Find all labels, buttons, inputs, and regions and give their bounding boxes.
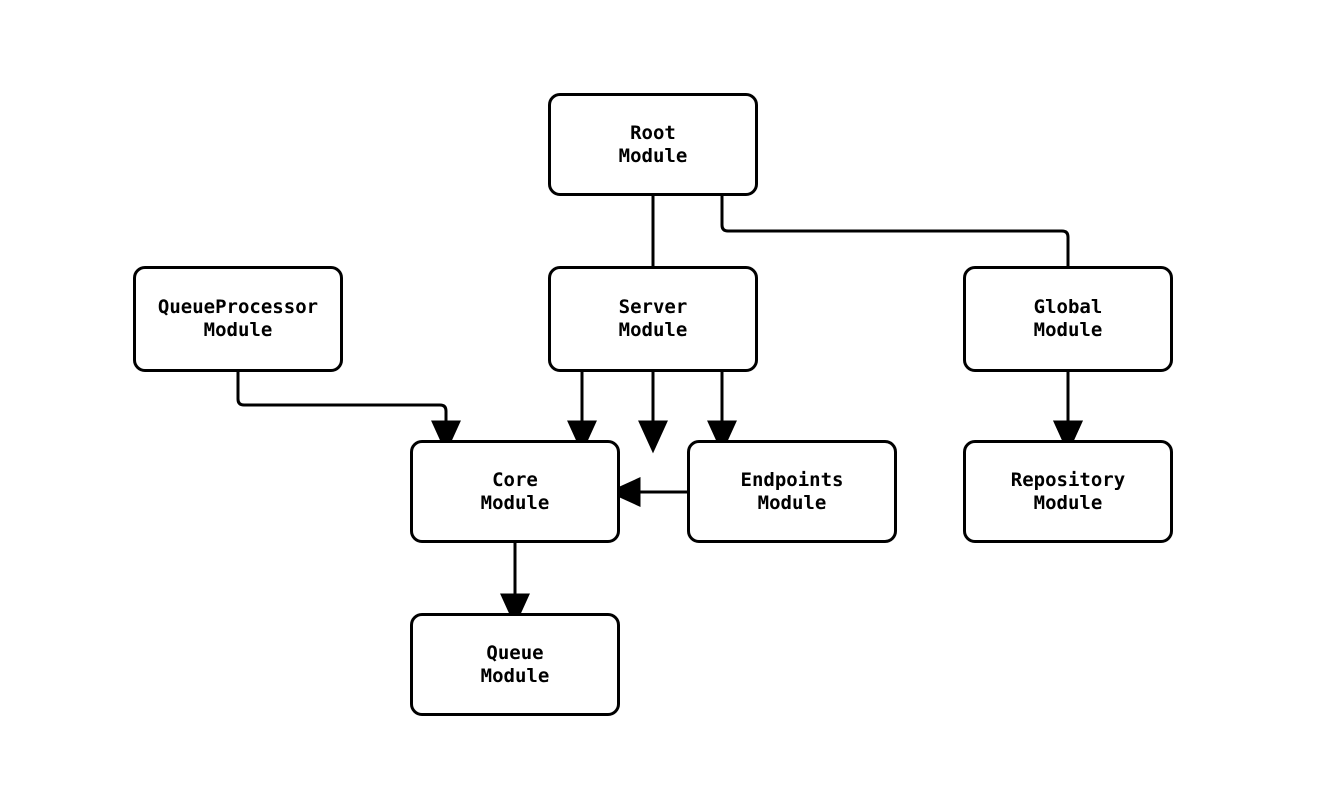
edge-root-to-global xyxy=(720,196,1083,454)
node-global-module[interactable]: Global Module xyxy=(963,266,1173,372)
node-queueprocessor-module[interactable]: QueueProcessor Module xyxy=(133,266,343,372)
node-server-module-label: Server Module xyxy=(618,296,688,341)
node-server-module[interactable]: Server Module xyxy=(548,266,758,372)
node-root-module[interactable]: Root Module xyxy=(548,93,758,196)
node-root-module-label: Root Module xyxy=(618,121,688,167)
node-core-module[interactable]: Core Module xyxy=(410,440,620,543)
edge-queueprocessor-to-core xyxy=(236,372,461,454)
node-endpoints-module-label: Endpoints Module xyxy=(740,468,844,514)
node-queueprocessor-module-label: QueueProcessor Module xyxy=(157,296,319,341)
node-endpoints-module[interactable]: Endpoints Module xyxy=(687,440,897,543)
node-queue-module-label: Queue Module xyxy=(480,641,550,687)
node-queue-module[interactable]: Queue Module xyxy=(410,613,620,716)
node-repository-module[interactable]: Repository Module xyxy=(963,440,1173,543)
node-global-module-label: Global Module xyxy=(1033,296,1103,341)
node-repository-module-label: Repository Module xyxy=(1010,468,1126,514)
node-core-module-label: Core Module xyxy=(480,468,550,514)
